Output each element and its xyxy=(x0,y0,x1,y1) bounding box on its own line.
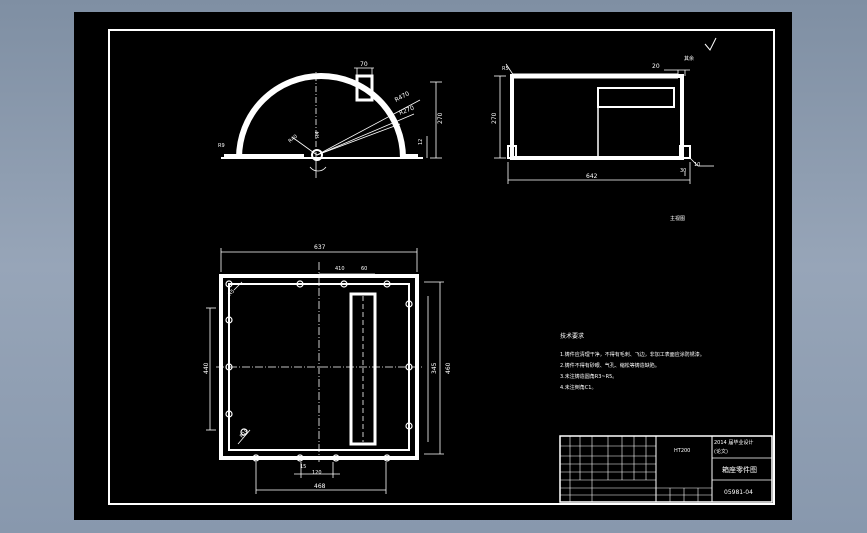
title-block xyxy=(559,435,773,503)
dim-arc-r9: R9 xyxy=(218,143,225,149)
dim-side-10: 10 xyxy=(694,162,700,168)
dim-side-270: 270 xyxy=(491,112,498,124)
cad-drawing: 70 R470 R270 270 12 R9 R40 R4 R5 20 270 … xyxy=(108,29,775,505)
dim-pos-60: 60 xyxy=(361,266,367,272)
dim-pos-410: 410 xyxy=(335,266,345,272)
dim-arc-r4: R4 xyxy=(315,131,321,138)
notes-line-1: 1.铸件应清理干净，不得有毛刺、飞边，非加工表面应涂防锈漆。 xyxy=(560,351,705,358)
notes-heading: 技术要求 xyxy=(560,332,584,340)
dim-bottom-15: 15 xyxy=(300,464,306,470)
dim-side-270-left: 270 xyxy=(437,112,444,124)
dim-side-30: 30 xyxy=(680,168,686,174)
notes-line-4: 4.未注倒角C1。 xyxy=(560,384,596,391)
dim-arc-r270: R270 xyxy=(398,104,415,116)
plan-slot xyxy=(349,292,377,446)
dim-arc-r40: R40 xyxy=(287,134,298,145)
dim-left-height: 440 xyxy=(203,362,210,374)
roughness-note: 其余 xyxy=(684,55,694,62)
dim-right-height-2: 460 xyxy=(445,362,452,374)
dim-arc-r470: R470 xyxy=(394,90,411,104)
title-drawing-name: 箱座零件图 xyxy=(722,465,757,474)
technical-notes: 技术要求 1.铸件应清理干净，不得有毛刺、飞边，非加工表面应涂防锈漆。 2.铸件… xyxy=(560,332,705,391)
side-view xyxy=(494,37,717,184)
dim-side-r5: R5 xyxy=(502,66,509,72)
border-frame xyxy=(108,29,775,505)
dim-hole-r5: R5 xyxy=(227,288,236,297)
drawing-sheet: 70 R470 R270 270 12 R9 R40 R4 R5 20 270 … xyxy=(74,12,792,520)
title-school-2: (论文) xyxy=(714,448,728,455)
notes-line-3: 3.未注铸造圆角R3~R5。 xyxy=(560,373,617,380)
title-school-1: 2014 届毕业设计 xyxy=(714,439,753,446)
title-drawing-number: 05981-04 xyxy=(724,489,753,496)
title-material: HT200 xyxy=(674,448,690,454)
dim-bottom-width: 468 xyxy=(314,483,326,490)
dim-side-642: 642 xyxy=(586,173,598,180)
dim-top-width: 637 xyxy=(314,244,326,251)
dim-right-height-1: 345 xyxy=(431,362,438,374)
dim-side-20: 20 xyxy=(652,63,660,70)
dim-arc-12: 12 xyxy=(418,139,424,145)
dim-bottom-120: 120 xyxy=(312,470,322,476)
dim-slot-70: 70 xyxy=(360,61,368,68)
dim-hole-r10: R10 xyxy=(239,428,250,439)
plan-view xyxy=(206,248,444,494)
outer-arc xyxy=(236,73,406,159)
arc-view xyxy=(221,67,442,178)
notes-line-2: 2.铸件不得有砂眼、气孔、缩松等铸造缺陷。 xyxy=(560,362,660,369)
view-label: 主视图 xyxy=(670,215,685,222)
